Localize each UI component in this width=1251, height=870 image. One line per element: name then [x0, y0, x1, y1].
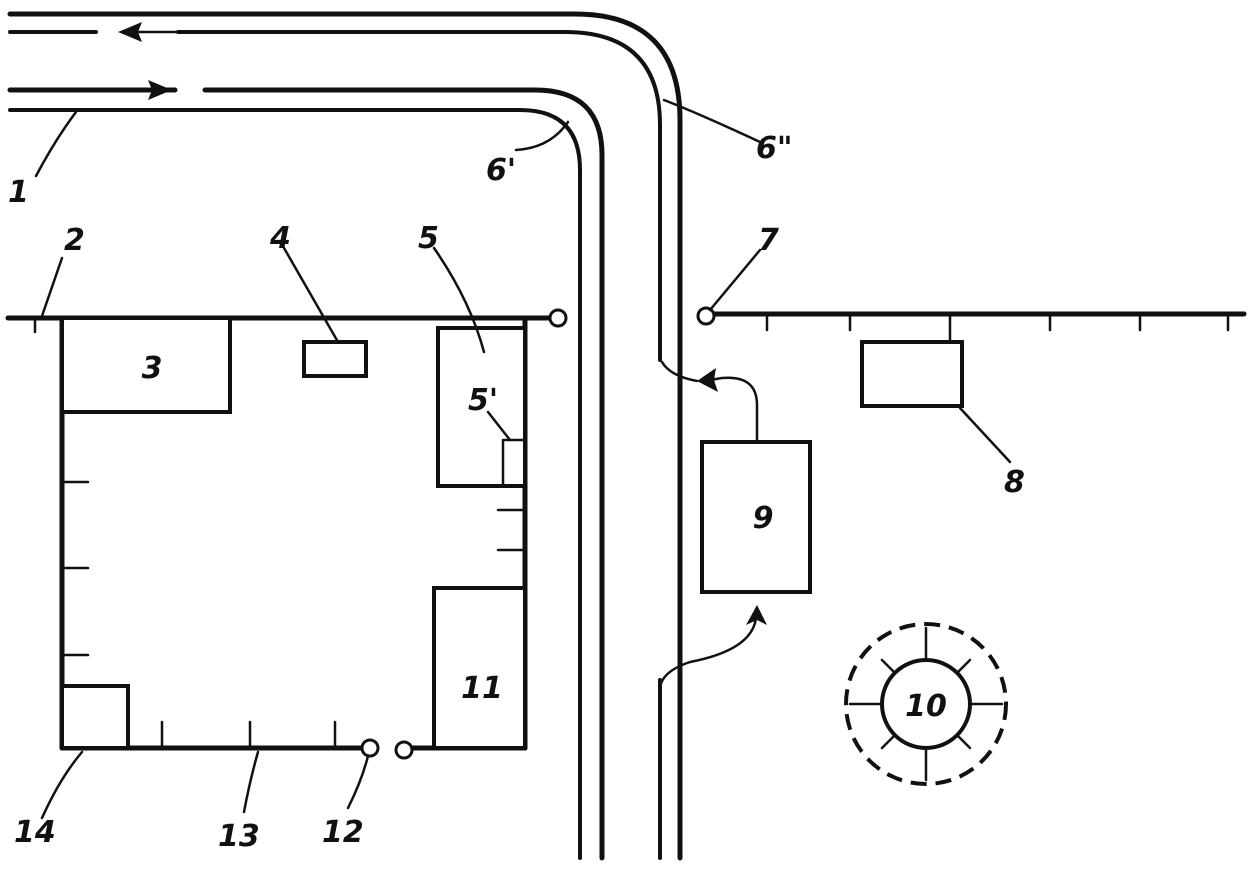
gate-post-right	[548, 308, 568, 328]
flow-arrow-in-head	[746, 605, 767, 625]
object-10-spoke	[880, 734, 896, 750]
building-8	[860, 340, 964, 408]
leader-13	[242, 750, 260, 814]
leader-5	[432, 246, 486, 354]
label-13: 13	[218, 819, 260, 854]
leader-4	[282, 246, 340, 344]
building-11	[432, 586, 527, 750]
label-7: 7	[758, 223, 779, 258]
flow-arrow-in	[658, 616, 758, 692]
label-14: 14	[14, 815, 56, 850]
leader-14	[40, 750, 84, 820]
object-10-outer-ring	[844, 622, 1008, 786]
flow-arrow-out-tail	[660, 360, 699, 383]
leader-lines	[34, 98, 1012, 820]
object-10-spoke	[956, 734, 972, 750]
object-10-spoke	[880, 658, 896, 674]
label-3: 3	[142, 351, 163, 386]
building-3	[60, 316, 232, 414]
label-9: 9	[753, 501, 774, 536]
label-12: 12	[322, 815, 364, 850]
road-middle-line	[8, 30, 662, 860]
building-14	[60, 684, 130, 750]
label-6-prime: 6'	[486, 153, 516, 188]
gate-post-7	[696, 306, 716, 326]
label-10: 10	[905, 689, 947, 724]
road-arrow-left-head	[118, 22, 142, 42]
label-1: 1	[8, 175, 29, 210]
label-6-double-prime: 6"	[756, 131, 793, 166]
road-arrow-right-head	[148, 80, 172, 100]
flow-arrow-out-head	[697, 368, 718, 392]
object-10	[844, 622, 1008, 786]
label-4: 4	[269, 221, 291, 256]
leader-6-double-prime	[662, 98, 762, 144]
label-5: 5	[418, 221, 439, 256]
label-5-prime: 5'	[468, 383, 498, 418]
leader-5-prime	[486, 410, 512, 442]
label-11: 11	[461, 671, 503, 706]
left-compound	[5, 308, 568, 760]
leader-8	[958, 406, 1012, 464]
building-5	[436, 326, 527, 488]
gate-post-12	[360, 738, 380, 758]
object-4	[302, 340, 368, 378]
gate-post-12b	[394, 740, 414, 760]
leader-1	[34, 110, 78, 178]
leader-12	[346, 754, 370, 810]
leader-6-prime	[514, 120, 570, 152]
leader-7	[708, 248, 762, 312]
label-2: 2	[64, 223, 85, 258]
building-9	[700, 440, 812, 594]
object-10-spoke	[956, 658, 972, 674]
leader-2	[40, 256, 64, 318]
label-8: 8	[1004, 465, 1025, 500]
flow-arrow-out	[708, 376, 759, 444]
right-compound	[658, 306, 1247, 786]
labels: 1 2 3 4 5 5' 6' 6" 7 8 9 10 11 12 13 14	[8, 131, 1025, 854]
detail-5-prime	[501, 438, 527, 488]
